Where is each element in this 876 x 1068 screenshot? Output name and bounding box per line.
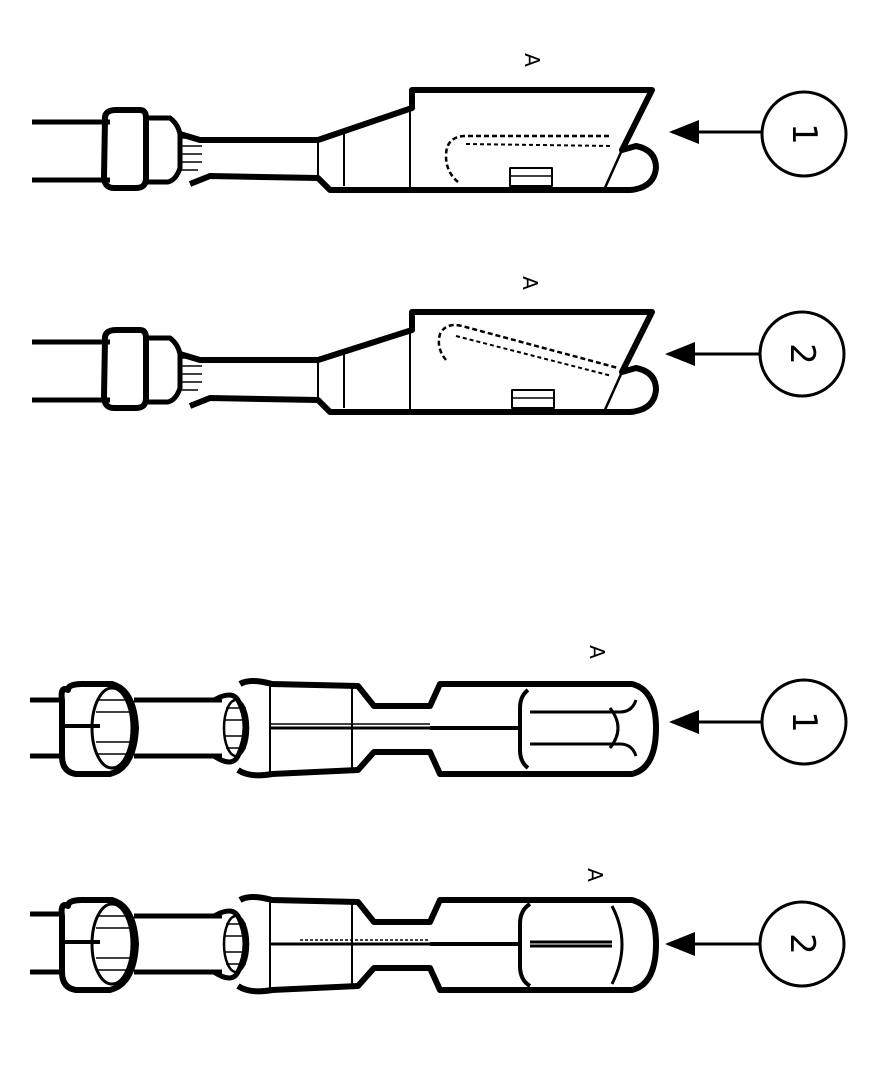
insulation-crimp xyxy=(101,327,149,411)
callout-circle xyxy=(760,90,848,178)
callout-number: 1 xyxy=(784,711,824,733)
wire-strands xyxy=(180,357,202,391)
flat-terminal-1: A 1 xyxy=(32,53,848,193)
terminal-body xyxy=(179,87,659,193)
insulation-opening xyxy=(90,902,134,986)
barrel xyxy=(236,678,659,779)
core-tube xyxy=(134,697,222,759)
terminal-body xyxy=(179,309,659,415)
insulation-crimp xyxy=(101,107,149,191)
point-label: A xyxy=(520,53,544,67)
contact-split xyxy=(430,688,530,770)
crimp-back xyxy=(146,115,183,185)
insulation-opening xyxy=(90,686,134,770)
wire-strands xyxy=(180,137,202,171)
callout-circle xyxy=(758,900,846,988)
wire-strands xyxy=(96,915,130,971)
callout-number: 2 xyxy=(782,933,822,955)
contact-spring-inner xyxy=(465,143,613,147)
callout-number: 2 xyxy=(782,343,822,365)
callout-circle xyxy=(758,310,846,398)
core-crimp xyxy=(212,908,248,981)
flat-terminal-2: A 2 xyxy=(32,276,846,415)
callout-circle xyxy=(760,678,848,766)
round-terminal-2: A 2 xyxy=(30,868,846,995)
point-label: A xyxy=(583,868,607,882)
latch-window xyxy=(511,389,555,409)
insulation-barrel xyxy=(58,897,139,993)
contact-closed xyxy=(430,902,532,988)
round-terminal-1: A 1 xyxy=(30,645,848,779)
contact-spring xyxy=(444,134,610,183)
point-label: A xyxy=(585,645,609,659)
barrel xyxy=(236,894,659,995)
crimp-back xyxy=(146,335,183,405)
latch-window xyxy=(509,167,553,187)
core-tube xyxy=(134,913,222,975)
contact-spring xyxy=(437,323,619,370)
core-crimp xyxy=(212,692,248,765)
callout-number: 1 xyxy=(784,123,824,145)
point-label: A xyxy=(518,276,542,290)
contact-spring-inner xyxy=(455,335,613,377)
insulation-barrel xyxy=(58,681,139,777)
wire-strands xyxy=(96,699,130,755)
